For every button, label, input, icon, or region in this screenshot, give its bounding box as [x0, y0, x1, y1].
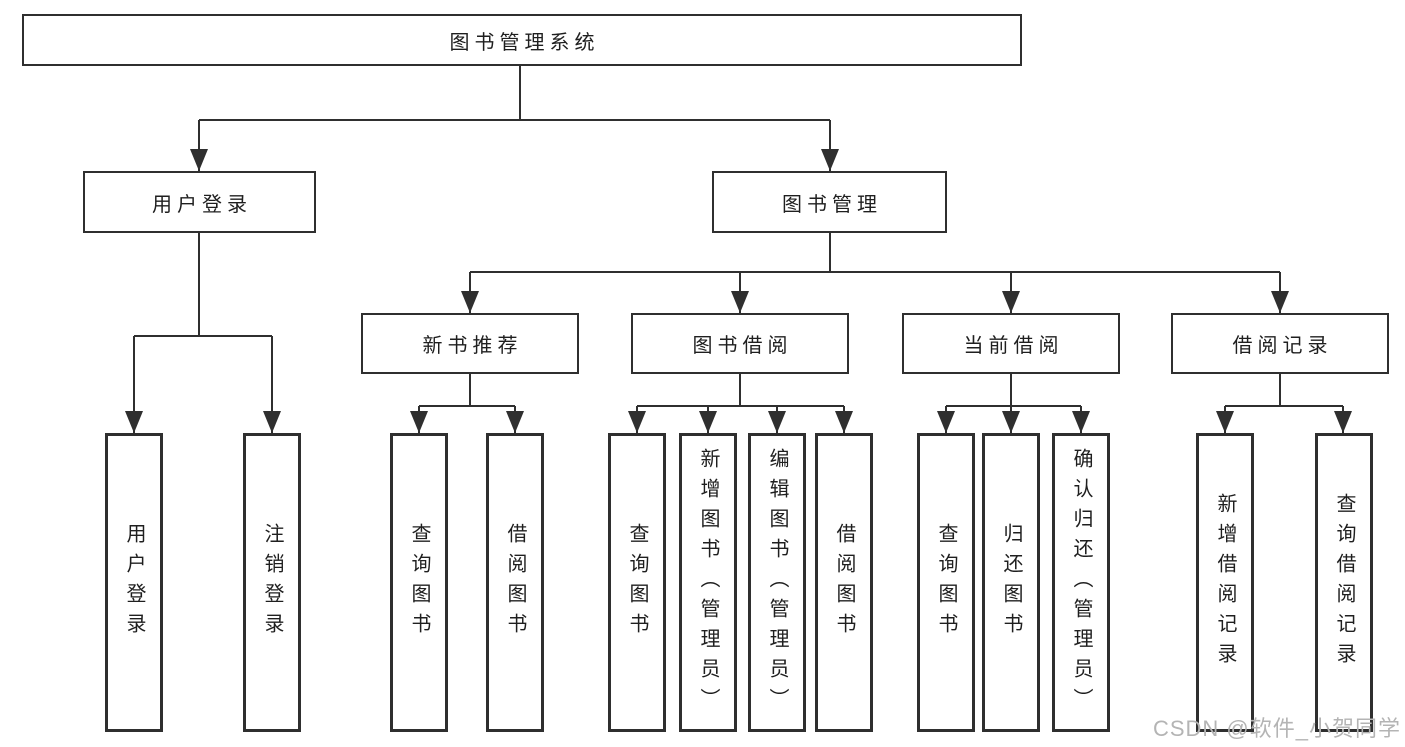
leaf-logout: 注销登录	[243, 433, 301, 732]
leaf-borrow-books-recommend: 借阅图书	[486, 433, 544, 732]
leaf-query-borrow-record-label: 查询借阅记录	[1333, 492, 1355, 673]
leaf-add-book-admin: 新增图书（管理员）	[679, 433, 737, 732]
leaf-add-borrow-record-label: 新增借阅记录	[1214, 492, 1236, 673]
leaf-borrow-books-label: 借阅图书	[833, 522, 855, 643]
node-borrowing-records-label: 借阅记录	[1232, 335, 1333, 357]
node-user-login-label: 用户登录	[152, 193, 252, 216]
leaf-borrow-books: 借阅图书	[815, 433, 873, 732]
node-borrowing-records: 借阅记录	[1171, 313, 1389, 374]
leaf-add-book-admin-label: 新增图书（管理员）	[697, 447, 719, 718]
leaf-borrow-books-recommend-label: 借阅图书	[504, 522, 526, 643]
node-book-management-label: 图书管理	[782, 193, 882, 216]
leaf-query-books-recommend: 查询图书	[390, 433, 448, 732]
leaf-user-login-label: 用户登录	[123, 522, 145, 643]
node-book-borrowing: 图书借阅	[631, 313, 849, 374]
leaf-confirm-return-admin: 确认归还（管理员）	[1052, 433, 1110, 732]
leaf-query-books-current: 查询图书	[917, 433, 975, 732]
leaf-confirm-return-admin-label: 确认归还（管理员）	[1070, 447, 1092, 718]
node-library-system-label: 图书管理系统	[449, 31, 600, 54]
node-new-book-recommendation-label: 新书推荐	[422, 335, 523, 357]
leaf-user-login: 用户登录	[105, 433, 163, 732]
leaf-query-books-recommend-label: 查询图书	[408, 522, 430, 643]
leaf-return-books-label: 归还图书	[1000, 522, 1022, 643]
node-current-borrowing-label: 当前借阅	[963, 335, 1064, 357]
node-book-management: 图书管理	[712, 171, 947, 233]
leaf-edit-book-admin: 编辑图书（管理员）	[748, 433, 806, 732]
connector-arrows	[125, 120, 1352, 433]
leaf-add-borrow-record: 新增借阅记录	[1196, 433, 1254, 732]
node-user-login: 用户登录	[83, 171, 316, 233]
connector-trunks	[134, 66, 1343, 407]
node-new-book-recommendation: 新书推荐	[361, 313, 579, 374]
leaf-query-books-current-label: 查询图书	[935, 522, 957, 643]
leaf-logout-label: 注销登录	[261, 522, 283, 643]
leaf-return-books: 归还图书	[982, 433, 1040, 732]
leaf-query-borrow-record: 查询借阅记录	[1315, 433, 1373, 732]
watermark: CSDN @软件_小贺同学	[1152, 716, 1401, 741]
leaf-query-books-borrow-label: 查询图书	[626, 522, 648, 643]
node-current-borrowing: 当前借阅	[902, 313, 1120, 374]
node-library-system: 图书管理系统	[22, 14, 1022, 66]
leaf-query-books-borrow: 查询图书	[608, 433, 666, 732]
node-book-borrowing-label: 图书借阅	[692, 335, 793, 357]
leaf-edit-book-admin-label: 编辑图书（管理员）	[766, 447, 788, 718]
